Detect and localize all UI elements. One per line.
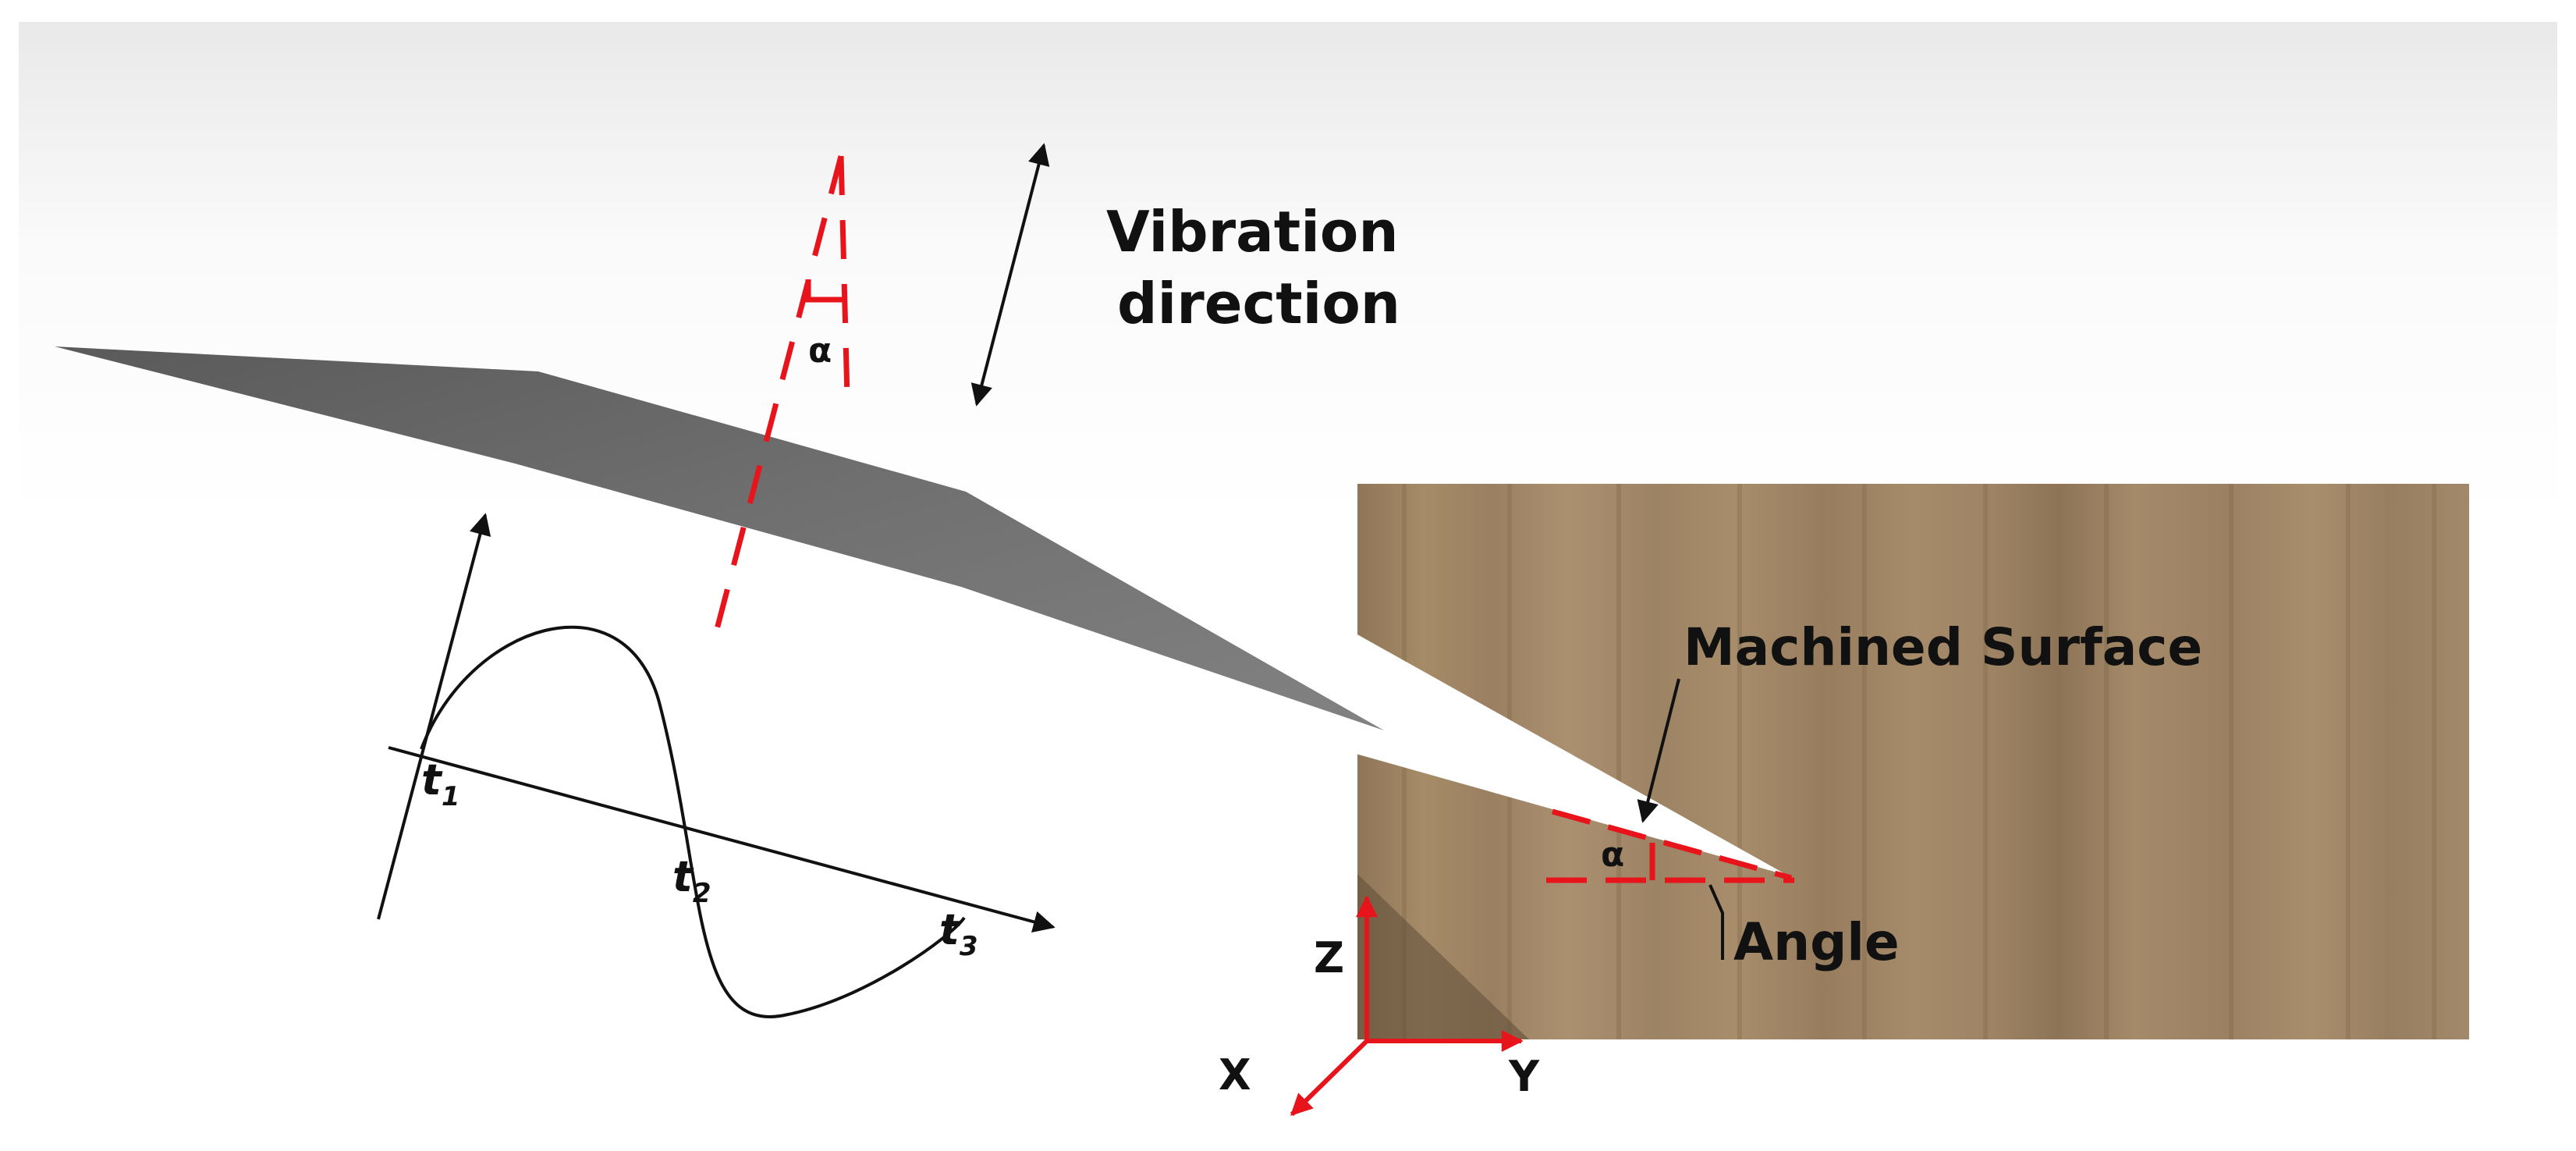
t1-label: t1 xyxy=(421,755,460,812)
machined-surface-line xyxy=(1552,808,1792,881)
alpha-label-bottom: α xyxy=(1601,835,1624,875)
z-axis-label: Z xyxy=(1314,933,1344,982)
coordinate-axes xyxy=(1290,895,1524,1117)
workpiece xyxy=(1356,484,2469,1039)
x-axis-label: X xyxy=(1219,1050,1251,1099)
t3-label: t3 xyxy=(939,905,978,962)
x-axis-arrow xyxy=(1290,1039,1369,1117)
machined-surface-label: Machined Surface xyxy=(1684,617,2202,677)
workpiece-shadow xyxy=(1357,874,1529,1039)
t2-label: t2 xyxy=(672,852,711,909)
angle-pointer xyxy=(1708,884,1724,960)
vertical-reference-line xyxy=(838,155,850,399)
vibration-direction-arrow xyxy=(970,143,1050,407)
cutting-angle-guides xyxy=(1546,808,1794,883)
tilted-vibration-line xyxy=(713,155,844,633)
vibration-label-line2: direction xyxy=(1117,271,1400,336)
alpha-label-top: α xyxy=(808,331,832,371)
angle-tick-top xyxy=(805,279,847,303)
motion-plot xyxy=(377,513,1056,1018)
sine-wave-curve xyxy=(420,625,966,1018)
wood-grain xyxy=(1402,484,2436,1039)
motion-plot-vertical-axis xyxy=(377,513,491,920)
y-axis-label: Y xyxy=(1508,1052,1540,1101)
cutting-tool-blade xyxy=(55,346,1384,730)
vibration-label-line1: Vibration xyxy=(1106,199,1399,265)
machined-surface-pointer xyxy=(1637,678,1680,823)
machined-notch xyxy=(1356,634,1788,876)
vibration-angle-guides xyxy=(713,155,850,633)
angle-label: Angle xyxy=(1733,912,1900,972)
motion-plot-time-axis xyxy=(388,746,1056,933)
